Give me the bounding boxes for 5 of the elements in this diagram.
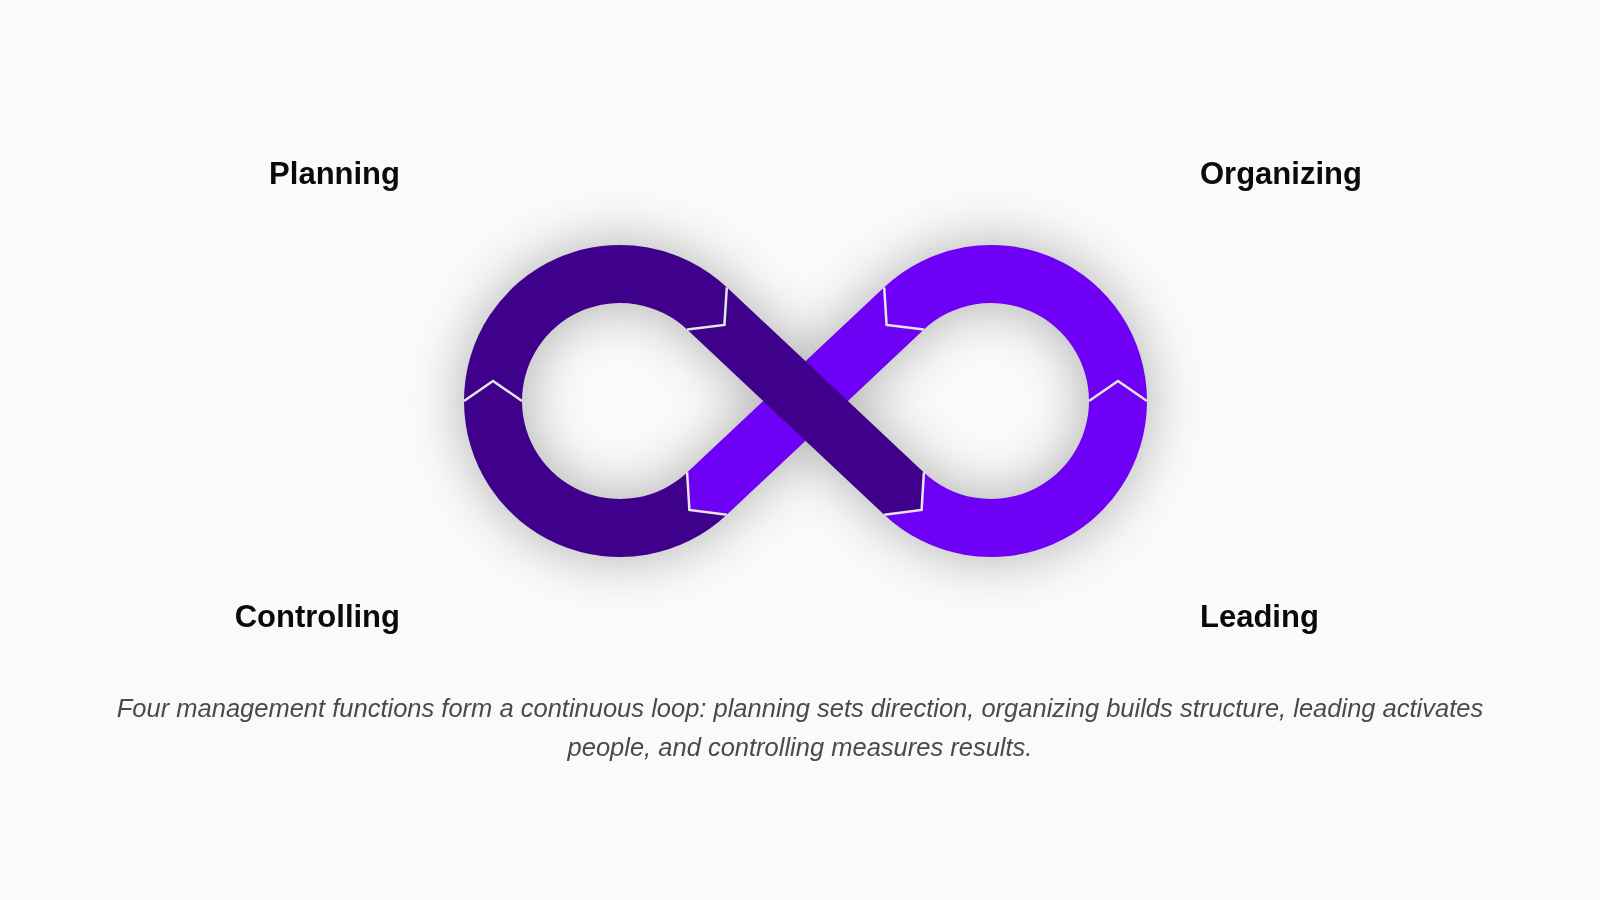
function-label: Controlling [234,598,400,636]
function-label: Leading [1200,598,1319,636]
caption: Four management functions form a continuous loop: planning sets direction, organizing builds structure, leading activates people, and controlling measures results. [115,693,1485,763]
function-label: Organizing [1200,155,1362,193]
function-label: Planning [269,155,400,193]
